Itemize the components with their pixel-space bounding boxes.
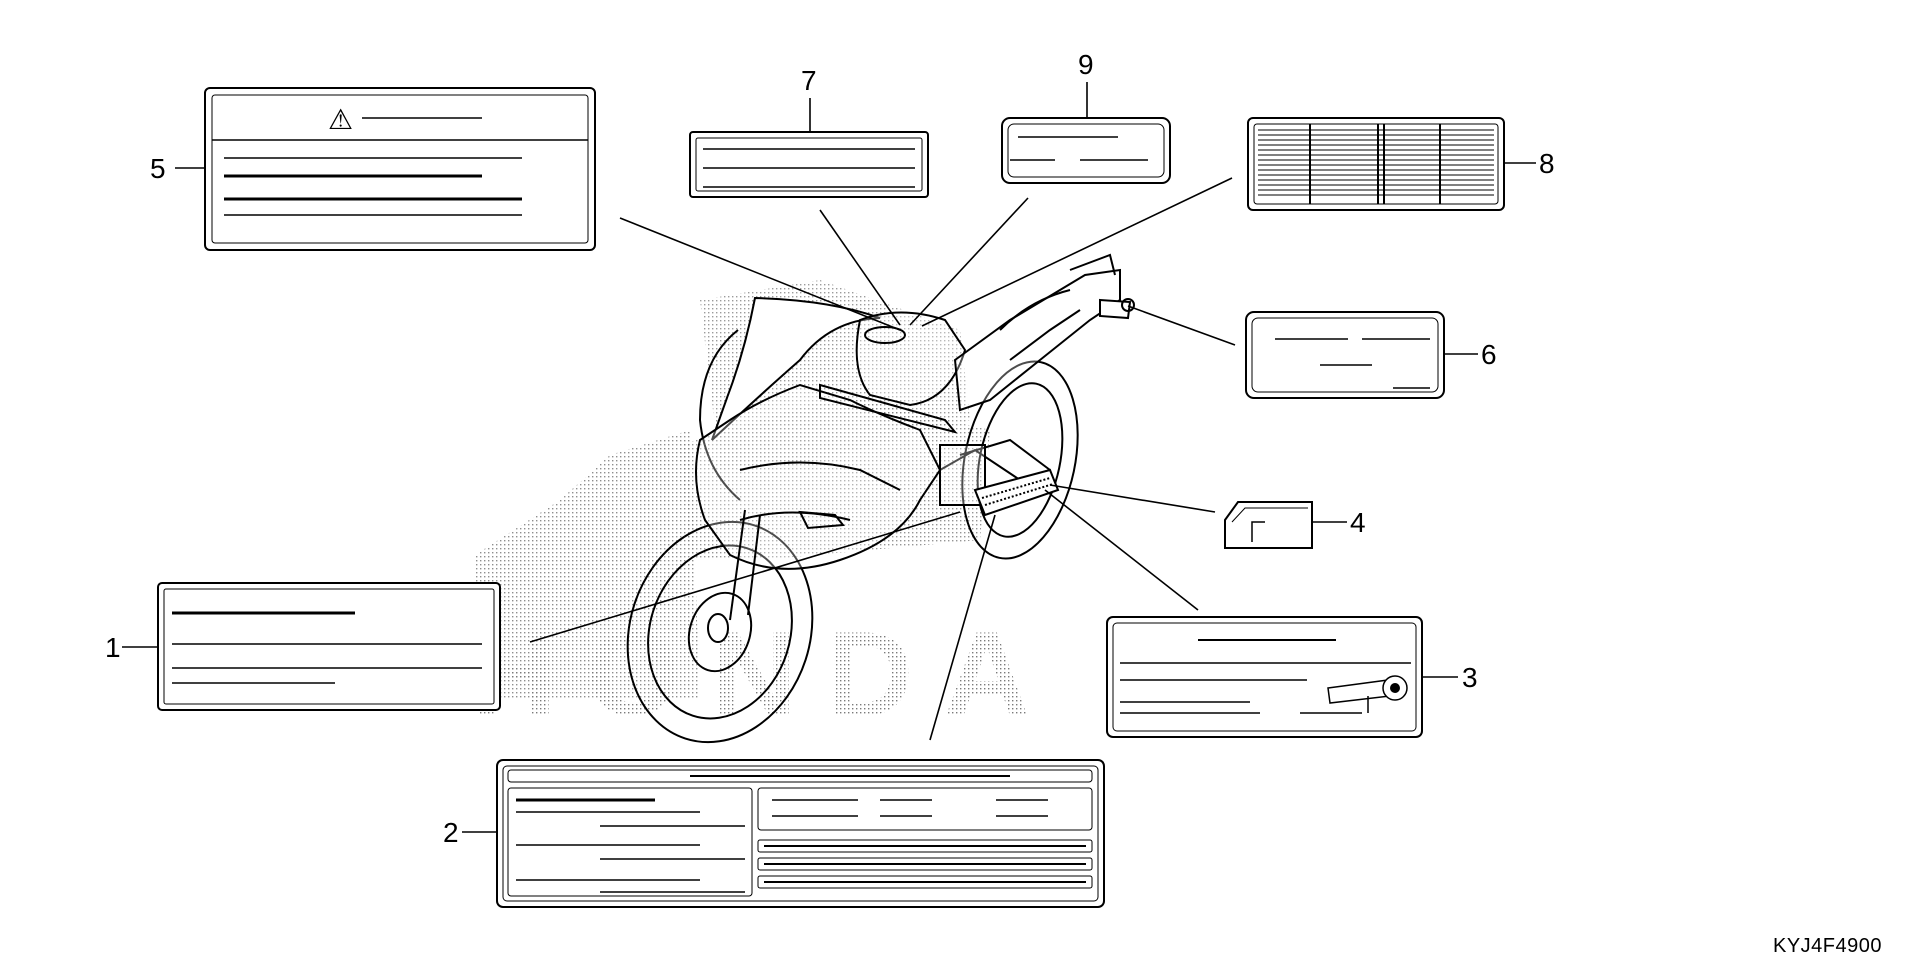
label-2 (496, 759, 1105, 908)
leader-line-8 (921, 177, 1233, 327)
leader-line-5 (619, 217, 901, 331)
callout-6: 6 (1481, 339, 1497, 370)
callout-7: 7 (801, 65, 817, 96)
leader-line-7 (819, 209, 901, 326)
drawing-code: KYJ4F4900 (1772, 935, 1882, 957)
warning-icon: ⚠ (328, 103, 353, 136)
callout-4: 4 (1350, 507, 1366, 538)
callout-numbers: 1 2 3 4 5 6 7 9 8 (105, 49, 1555, 848)
callout-3: 3 (1462, 662, 1478, 693)
leader-line-4 (1049, 484, 1216, 513)
motorcycle-illustration (626, 253, 1135, 744)
leader-line-2 (929, 514, 996, 741)
label-7 (689, 131, 929, 198)
leader-lines (122, 82, 1536, 833)
callout-5: 5 (150, 153, 166, 184)
callout-9: 9 (1078, 49, 1094, 80)
callout-8: 8 (1539, 148, 1555, 179)
callout-1: 1 (105, 632, 121, 663)
leader-line-3 (1044, 489, 1199, 611)
label-6 (1245, 311, 1445, 399)
leader-line-6 (1127, 305, 1236, 346)
leader-line-9 (909, 197, 1029, 326)
leader-line-1 (529, 511, 961, 643)
label-4 (1224, 501, 1313, 549)
label-3 (1106, 616, 1423, 738)
label-9 (1001, 117, 1171, 184)
label-8 (1247, 117, 1505, 211)
label-1 (157, 582, 501, 711)
callout-2: 2 (443, 817, 459, 848)
label-5: ⚠ (204, 87, 596, 251)
wrench-icon (1327, 675, 1408, 713)
